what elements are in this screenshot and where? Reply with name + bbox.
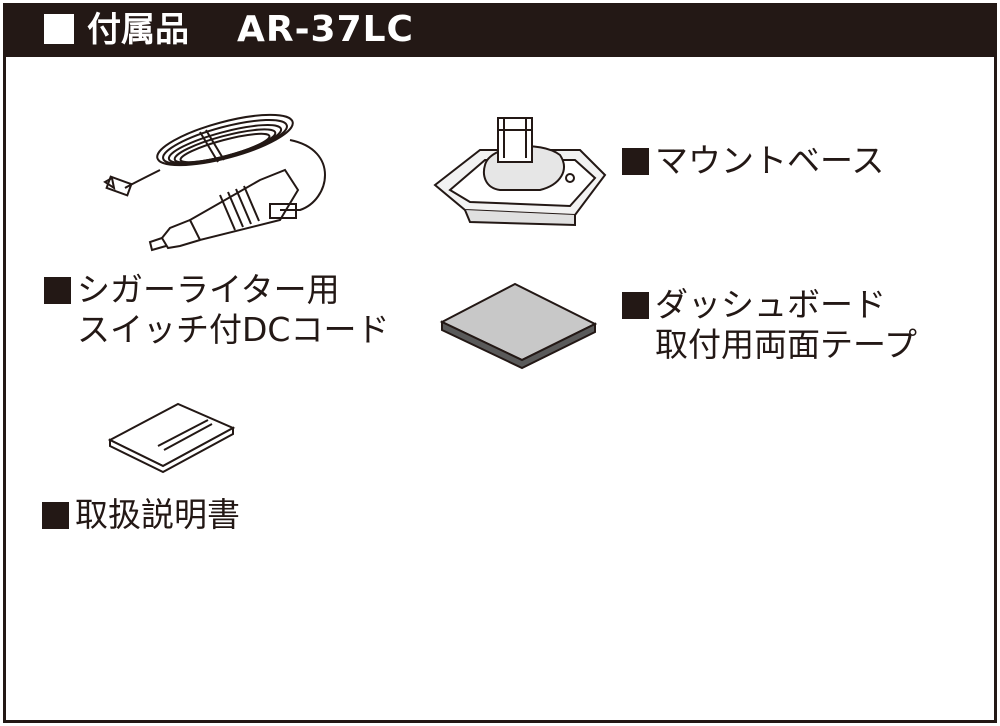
item-dc-cord-line1: シガーライター用 [77,270,340,309]
item-mount-base-label: マウントベース [622,141,884,181]
bullet-square-icon [42,502,69,529]
item-manual-line1: 取扱説明書 [75,495,240,534]
header-square-icon [44,14,74,44]
item-manual-label: 取扱説明書 [42,495,240,535]
header-title: 付属品 [87,10,189,50]
item-tape-line2: 取付用両面テープ [655,325,918,364]
tape-icon [439,282,598,370]
bullet-square-icon [44,277,71,304]
bullet-square-icon [622,292,649,319]
header-model: AR-37LC [237,9,414,50]
item-dc-cord-line2: スイッチ付DCコード [77,310,390,349]
item-dc-cord-label: シガーライター用 スイッチ付DCコード [44,270,389,350]
dc-cord-icon [103,113,326,252]
manual-icon [107,402,236,474]
item-tape-line1: ダッシュボード [655,285,886,324]
item-tape-label: ダッシュボード 取付用両面テープ [622,285,917,365]
item-mount-base-line1: マウントベース [655,141,885,180]
mount-base-icon [433,117,607,227]
bullet-square-icon [622,148,649,175]
header-bar: 付属品 AR-37LC [3,3,997,57]
